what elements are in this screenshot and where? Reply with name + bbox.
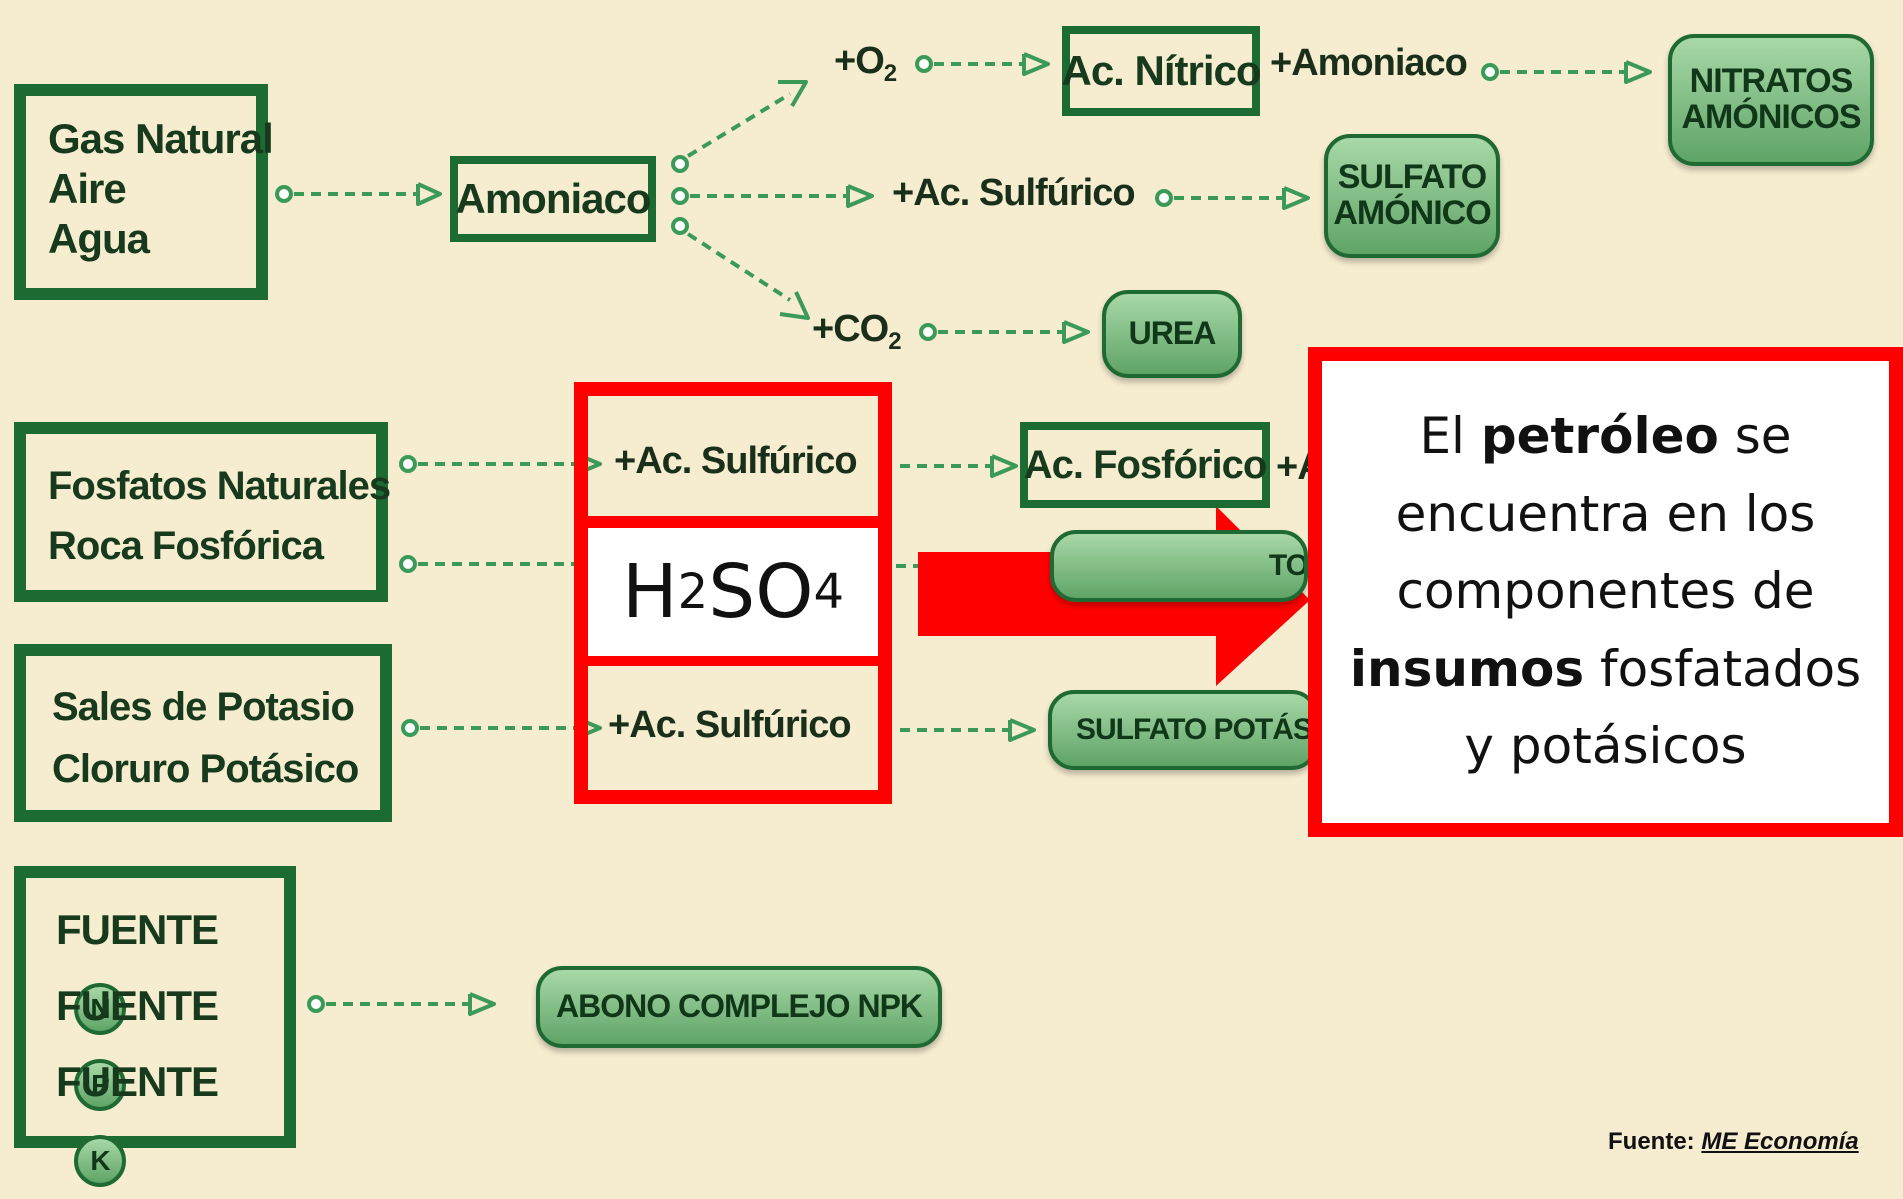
source-box-phosphorus: Fosfatos Naturales Roca Fosfórica: [14, 422, 391, 602]
connector-fosfatos-sulfurico: [399, 452, 602, 476]
source-label: Fuente:: [1608, 1128, 1695, 1155]
product-sulfato-potasico: SULFATO POTÁS: [1048, 690, 1318, 770]
callout-text-1: El: [1419, 407, 1481, 466]
connector-potasio-sulfurico: [401, 716, 602, 740]
connector-sulfurico-fosforico: [900, 454, 1018, 478]
formula-so-sub: 4: [813, 564, 844, 620]
fuente-label: FUENTE: [56, 982, 219, 1029]
connector-amoniaco-sulfurico: [671, 184, 874, 208]
callout-box: El petróleo se encuentra en los componen…: [1308, 347, 1903, 837]
fuente-label: FUENTE: [56, 1058, 219, 1105]
connector-fosfatos-lower: [399, 555, 576, 573]
callout-text-2: se encuentra en los componentes de: [1395, 407, 1816, 621]
reagent-o2-sub: 2: [883, 60, 897, 87]
reagent-amoniaco: +Amoniaco: [1270, 42, 1468, 84]
formula-h-sub: 2: [677, 564, 709, 620]
highlight-frame-lower: [574, 652, 892, 804]
source-fosfatos-naturales: Fosfatos Naturales: [48, 464, 391, 508]
source-roca-fosforica: Roca Fosfórica: [48, 524, 324, 568]
fuente-row-p: FUENTEP: [56, 968, 284, 1111]
connector-sulfurico-sulfato: [1155, 186, 1310, 210]
source-box-nitrogen: Gas Natural Aire Agua: [14, 84, 274, 300]
callout-bold-petroleo: petróleo: [1480, 407, 1719, 466]
reagent-ac-sulfurico-p: +Ac. Sulfúrico: [614, 440, 858, 482]
source-aire: Aire: [48, 165, 127, 212]
reagent-o2-prefix: +O: [834, 40, 885, 82]
source-agua: Agua: [48, 215, 150, 262]
nitratos-line-2: AMÓNICOS: [1681, 98, 1862, 136]
nutrient-n-badge: N: [74, 982, 126, 1035]
source-cloruro-potasico: Cloruro Potásico: [52, 747, 359, 791]
connector-sulfurico-sulfato-potasico: [900, 718, 1036, 742]
reagent-ac-sulfurico: +Ac. Sulfúrico: [892, 172, 1136, 214]
source-sales-potasio: Sales de Potasio: [52, 685, 355, 729]
product-abono-npk: ABONO COMPLEJO NPK: [536, 966, 942, 1048]
connector-o2-nitrico: [915, 52, 1050, 76]
sulfato-amonico-line-2: AMÓNICO: [1333, 194, 1491, 232]
product-nitratos-amonicos: NITRATOS AMÓNICOS: [1668, 34, 1874, 166]
connector-npk-abono: [307, 992, 496, 1016]
product-urea: UREA: [1102, 290, 1242, 378]
fuente-label: FUENTE: [56, 906, 219, 953]
intermediate-ac-fosforico: Ac. Fosfórico: [1020, 422, 1270, 508]
connector-gas-amoniaco: [275, 182, 442, 206]
reagent-co2-sub: 2: [888, 328, 901, 355]
fuente-row-n: FUENTEN: [56, 892, 284, 1035]
formula-so: SO: [708, 549, 814, 635]
formula-h: H: [622, 549, 678, 635]
source-value: ME Economía: [1701, 1128, 1859, 1155]
sulfato-potasico-text: SULFATO POTÁS: [1076, 713, 1313, 747]
source-box-potassium: Sales de Potasio Cloruro Potásico: [14, 644, 392, 822]
nutrient-k-badge: K: [74, 1134, 126, 1187]
product-p-partial: TO: [1050, 530, 1308, 602]
connector-amoniaco-co2: [671, 217, 810, 320]
source-gas-natural: Gas Natural: [48, 115, 274, 162]
callout-text-3: fosfatados y potásicos: [1464, 639, 1862, 776]
reagent-co2-prefix: +CO: [812, 308, 889, 350]
connector-amoniaco-nitratos: [1481, 60, 1652, 84]
sulfato-amonico-line-1: SULFATO: [1337, 158, 1488, 197]
source-note: Fuente: ME Economía: [1608, 1128, 1859, 1156]
product-p-partial-text: TO: [1268, 549, 1308, 583]
source-box-npk: FUENTEN FUENTEP FUENTEK: [14, 866, 296, 1187]
callout-text: El petróleo se encuentra en los componen…: [1340, 398, 1871, 786]
callout-bold-insumos: insumos: [1349, 639, 1585, 698]
nitratos-line-1: NITRATOS: [1689, 62, 1854, 101]
reagent-ac-sulfurico-k: +Ac. Sulfúrico: [608, 704, 852, 746]
connector-co2-urea: [919, 320, 1090, 344]
reagent-o2: +O2: [834, 40, 897, 88]
reagent-co2: +CO2: [812, 308, 902, 356]
connector-amoniaco-o2: [671, 80, 808, 173]
highlight-frame-formula: [574, 516, 892, 670]
highlight-frame-upper: [574, 382, 892, 530]
fuente-row-k: FUENTE K: [56, 1044, 284, 1187]
nutrient-p-badge: P: [74, 1058, 126, 1111]
intermediate-amoniaco: Amoniaco: [450, 156, 656, 242]
product-sulfato-amonico: SULFATO AMÓNICO: [1324, 134, 1500, 258]
intermediate-ac-nitrico: Ac. Nítrico: [1061, 26, 1262, 116]
